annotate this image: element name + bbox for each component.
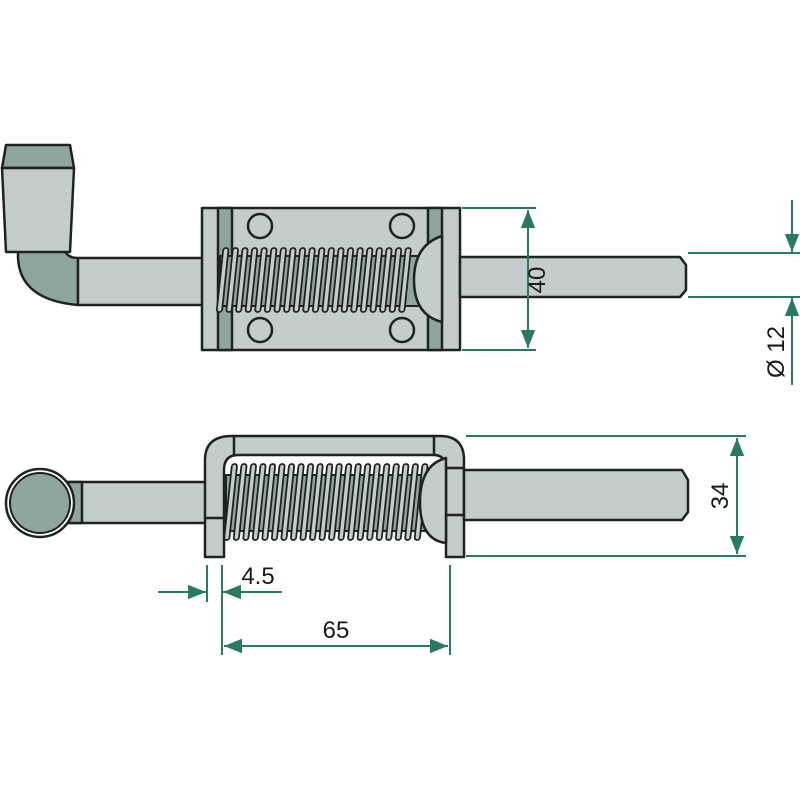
dim-pin-diameter: Ø 12 [763, 326, 790, 378]
spring-coil [350, 247, 364, 313]
spring-coil [356, 463, 372, 541]
spring-coil [388, 247, 403, 313]
dimension-lines [158, 200, 800, 655]
spring-coil [309, 463, 324, 541]
dim-leg-thickness: 4.5 [241, 563, 274, 590]
spring-coil [261, 463, 276, 541]
spring-coil [369, 247, 383, 313]
spring-coil [273, 247, 287, 313]
handle-elbow [16, 246, 80, 307]
spring-coil [379, 247, 393, 313]
latch-pin [462, 468, 690, 522]
spring-cap [412, 234, 444, 324]
spring-coil [404, 463, 419, 541]
spring-coil [398, 247, 412, 313]
spring-coil [235, 247, 249, 313]
handle-shaft [76, 256, 206, 307]
spring-coil [232, 463, 248, 541]
mount-hole [246, 316, 274, 344]
spring-coil [321, 247, 335, 313]
dim-housing-height: 40 [524, 267, 551, 294]
spring-coil [318, 463, 334, 541]
spring-coil [292, 247, 307, 313]
spring-coil [385, 463, 400, 541]
handle-grip [0, 166, 76, 254]
spring-coil [359, 247, 374, 313]
spring-coil [347, 463, 362, 541]
spring-coil [254, 247, 268, 313]
latch-pin [458, 255, 688, 299]
spring-coil [311, 247, 326, 313]
spring-coil [215, 247, 230, 313]
spring [215, 247, 412, 313]
spring-coil [375, 463, 391, 541]
spring-coil [223, 463, 238, 541]
spring-coil [270, 463, 286, 541]
dim-hole-spacing: 65 [323, 617, 350, 644]
spring-coil [280, 463, 296, 541]
mount-hole [246, 212, 274, 240]
bracket [203, 434, 466, 559]
spring-coil [299, 463, 315, 541]
mount-hole [388, 316, 416, 344]
spring-coil [225, 247, 239, 313]
spring-coil [331, 247, 345, 313]
spring-coil [290, 463, 305, 541]
top-view [0, 143, 688, 352]
side-view [4, 434, 690, 559]
spring-coil [366, 463, 381, 541]
spring [223, 463, 429, 541]
spring-coil [340, 247, 355, 313]
spring-coil [244, 247, 259, 313]
spring-coil [263, 247, 278, 313]
spring-coil [283, 247, 297, 313]
spring-coil [394, 463, 410, 541]
spring-coil [328, 463, 343, 541]
spring-coil [242, 463, 257, 541]
spring-coil [302, 247, 316, 313]
mount-hole [388, 212, 416, 240]
spring-coil [251, 463, 267, 541]
spring-coil [337, 463, 353, 541]
handle-grip-top [0, 143, 76, 170]
dim-bracket-height: 34 [707, 483, 734, 510]
